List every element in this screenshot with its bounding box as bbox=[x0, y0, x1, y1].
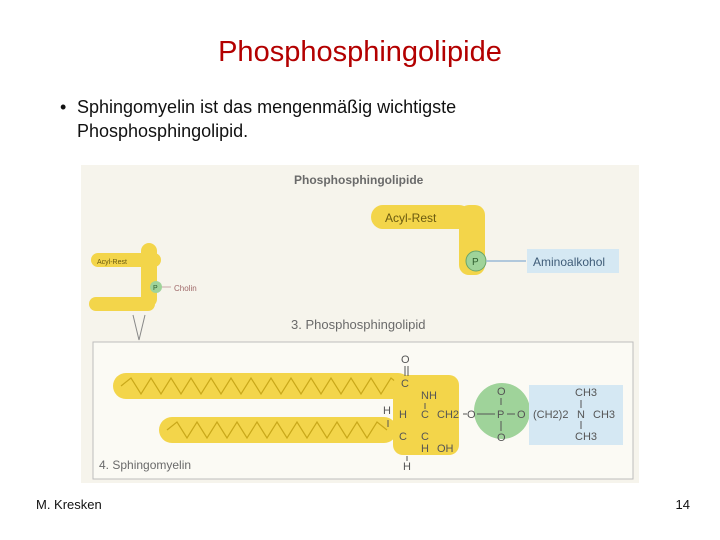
atom-h-low: H bbox=[421, 443, 429, 455]
phosphate-group-icon bbox=[474, 383, 530, 439]
caption-sphingomyelin: 4. Sphingomyelin bbox=[99, 458, 191, 472]
aminoalkohol-label: Aminoalkohol bbox=[533, 255, 605, 269]
chemical-structure: O C NH H H C CH2 O P O O O (CH2)2 N CH3 … bbox=[113, 354, 623, 473]
phosphosphingolipid-schematic: Acyl-Rest P Aminoalkohol 3. Phosphosphin… bbox=[291, 205, 619, 332]
phosphate-small-label: P bbox=[153, 285, 158, 292]
slide-title: Phosphosphingolipide bbox=[218, 36, 502, 68]
atom-h-left2: H bbox=[399, 409, 407, 421]
atom-p: P bbox=[497, 409, 504, 421]
atom-p-o-top: O bbox=[497, 386, 506, 398]
footer-author: M. Kresken bbox=[36, 497, 102, 512]
bullet-dot: • bbox=[60, 97, 67, 117]
caption-phosphosphingolipid: 3. Phosphosphingolipid bbox=[291, 317, 425, 332]
cholin-label: Cholin bbox=[174, 284, 197, 293]
phosphate-small-icon bbox=[150, 281, 162, 293]
atom-c-low: C bbox=[399, 431, 407, 443]
atom-nh: NH bbox=[421, 390, 437, 402]
atom-n: N bbox=[577, 409, 585, 421]
phosphate-large-label: P bbox=[472, 257, 479, 268]
atom-o-top: O bbox=[401, 354, 410, 366]
choline-group bbox=[529, 385, 623, 445]
atom-h-left1: H bbox=[383, 405, 391, 417]
acyl-rest-large-label: Acyl-Rest bbox=[385, 211, 437, 225]
atom-o1: O bbox=[467, 409, 476, 421]
fatty-acid-chain-1 bbox=[113, 373, 411, 399]
acyl-rest-small-label: Acyl-Rest bbox=[97, 259, 127, 266]
bullet-text: Sphingomyelin ist das mengenmäßig wichti… bbox=[77, 97, 457, 141]
sphingomyelin-figure: Phosphosphingolipide Acyl-Rest P Aminoal… bbox=[81, 165, 639, 483]
backbone-region bbox=[393, 375, 459, 455]
atom-c-low2: C bbox=[421, 431, 429, 443]
atom-p-o-bottom: O bbox=[497, 432, 506, 444]
atom-ch3-top: CH3 bbox=[575, 387, 597, 399]
atom-ch2-2: (CH2)2 bbox=[533, 409, 568, 421]
atom-h-bottom: H bbox=[403, 461, 411, 473]
page-number: 14 bbox=[675, 497, 690, 512]
sphingomyelin-schematic-small: Acyl-Rest P Cholin bbox=[89, 243, 197, 341]
atom-ch3-bottom: CH3 bbox=[575, 431, 597, 443]
atom-oh: OH bbox=[437, 443, 454, 455]
atom-ch2-link: CH2 bbox=[437, 409, 459, 421]
atom-ch3-right: CH3 bbox=[593, 409, 615, 421]
acyl-rest-large-shape bbox=[371, 205, 471, 229]
aminoalkohol-box bbox=[527, 249, 619, 273]
atom-c-top: C bbox=[401, 378, 409, 390]
figure-heading: Phosphosphingolipide bbox=[294, 173, 424, 187]
atom-o2: O bbox=[517, 409, 526, 421]
atom-c-mid: C bbox=[421, 409, 429, 421]
